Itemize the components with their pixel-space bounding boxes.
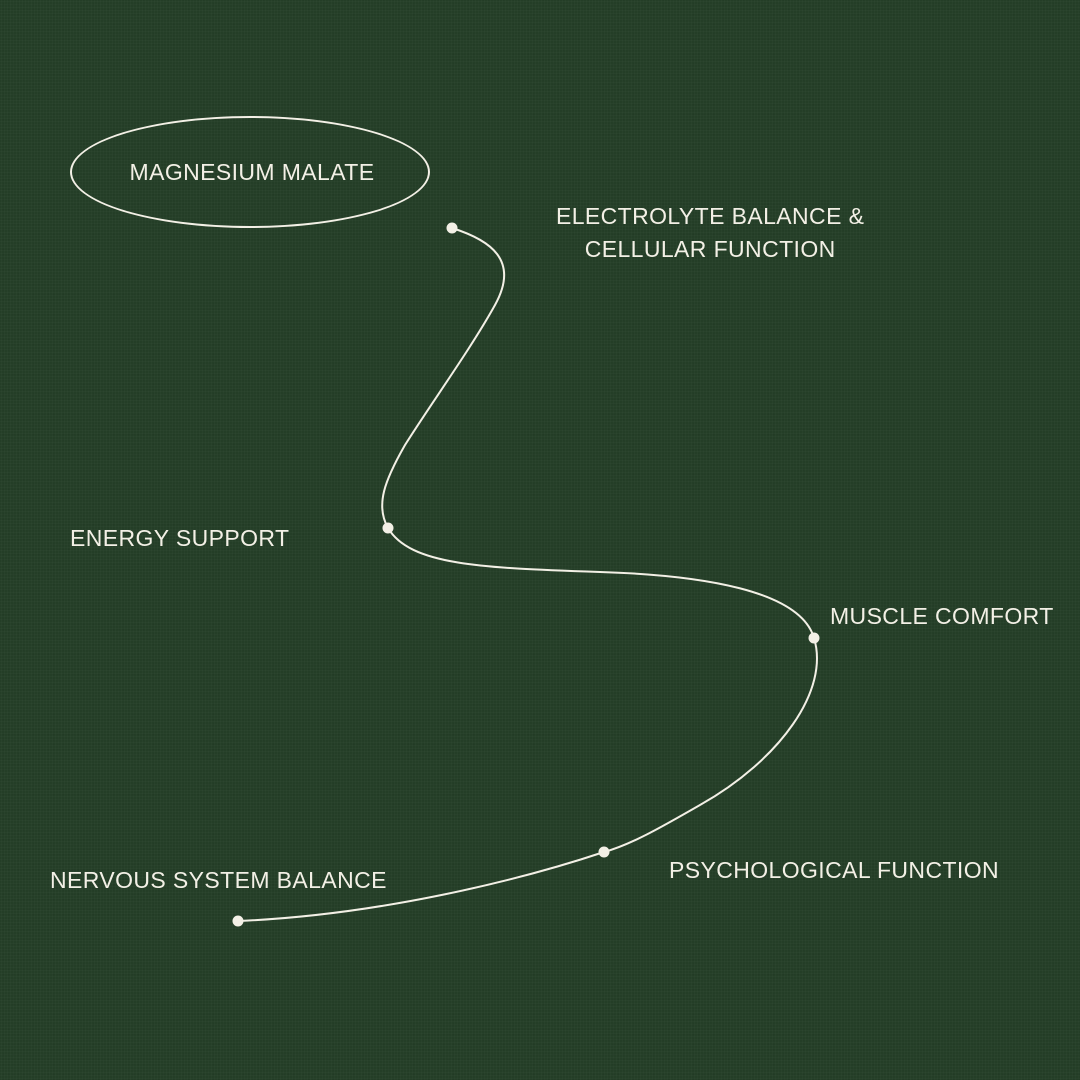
benefit-label-electrolyte-line2: CELLULAR FUNCTION bbox=[584, 236, 836, 262]
benefit-label-nervous: NERVOUS SYSTEM BALANCE bbox=[50, 867, 387, 893]
title-oval: MAGNESIUM MALATE bbox=[70, 116, 430, 228]
node-dot-energy bbox=[382, 522, 394, 534]
benefit-label-energy: ENERGY SUPPORT bbox=[70, 525, 290, 551]
node-dot-electrolyte bbox=[446, 222, 458, 234]
benefit-label-psychological: PSYCHOLOGICAL FUNCTION bbox=[669, 857, 999, 883]
benefit-label-muscle: MUSCLE COMFORT bbox=[830, 603, 1054, 629]
node-dot-muscle bbox=[808, 632, 820, 644]
benefit-label-electrolyte-line1: ELECTROLYTE BALANCE & bbox=[556, 203, 865, 229]
title-text: MAGNESIUM MALATE bbox=[129, 158, 375, 185]
node-dot-psychological bbox=[598, 846, 610, 858]
benefit-label-electrolyte: ELECTROLYTE BALANCE & CELLULAR FUNCTION bbox=[556, 200, 864, 266]
connector-curve bbox=[237, 227, 818, 922]
node-dot-nervous bbox=[232, 915, 244, 927]
